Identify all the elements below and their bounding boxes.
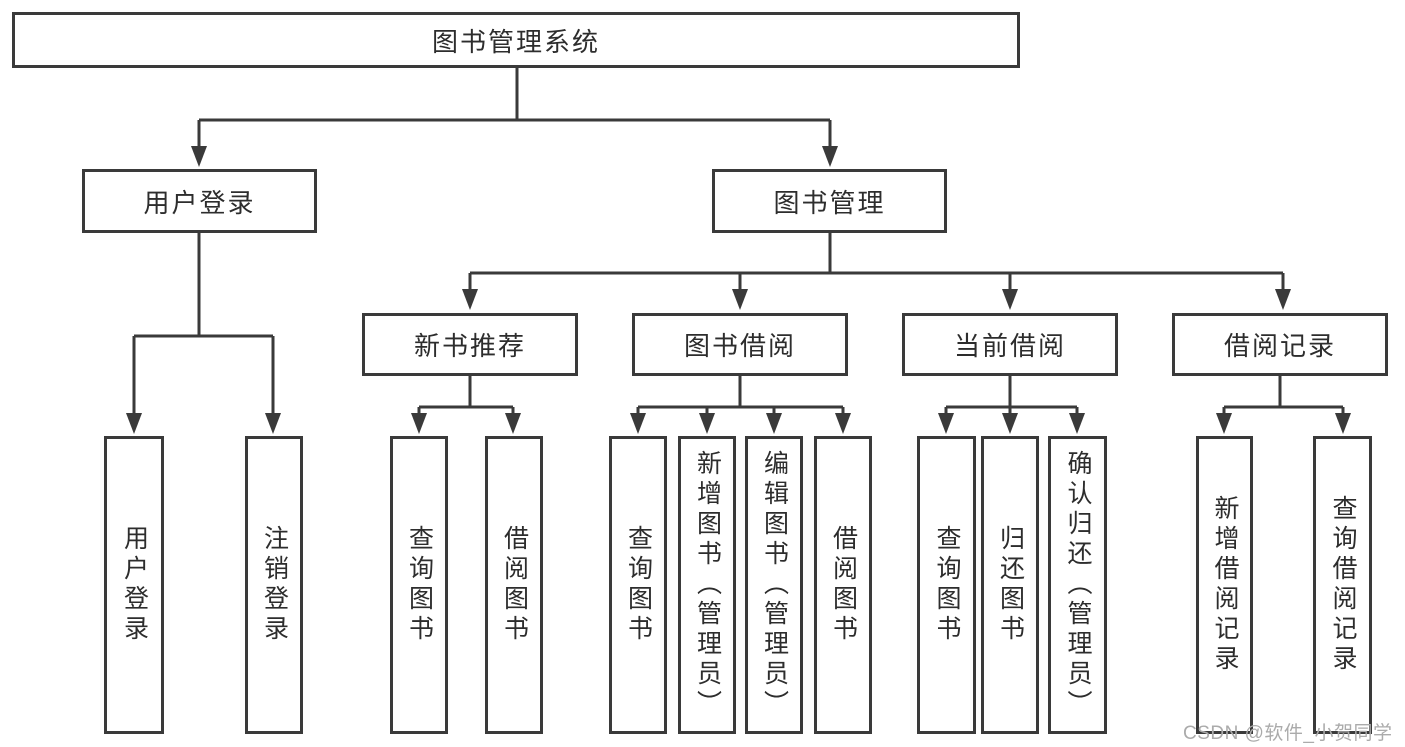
node-user-login: 用户登录 bbox=[82, 169, 317, 233]
leaf-records-query-record: 查询借阅记录 bbox=[1313, 436, 1372, 734]
leaf-recommend-query-book: 查询图书 bbox=[390, 436, 448, 734]
node-current-borrow: 当前借阅 bbox=[902, 313, 1118, 376]
connector-book-management-to-level3 bbox=[462, 233, 1291, 310]
connector-recommend-to-leaves bbox=[411, 376, 521, 434]
leaf-current-confirm-return: 确认归还（管理员） bbox=[1048, 436, 1107, 734]
leaf-recommend-borrow-book: 借阅图书 bbox=[485, 436, 543, 734]
leaf-current-query-book: 查询图书 bbox=[917, 436, 976, 734]
connector-root-to-level2 bbox=[191, 68, 838, 167]
node-book-borrow: 图书借阅 bbox=[632, 313, 848, 376]
node-borrow-records: 借阅记录 bbox=[1172, 313, 1388, 376]
connector-borrow-to-leaves bbox=[630, 376, 851, 434]
connector-records-to-leaves bbox=[1216, 376, 1351, 434]
leaf-borrow-edit-book: 编辑图书（管理员） bbox=[745, 436, 803, 734]
leaf-borrow-query-book: 查询图书 bbox=[609, 436, 667, 734]
node-book-management: 图书管理 bbox=[712, 169, 947, 233]
watermark: CSDN @软件_小贺同学 bbox=[1183, 723, 1393, 744]
node-root: 图书管理系统 bbox=[12, 12, 1020, 68]
leaf-borrow-borrow-book: 借阅图书 bbox=[814, 436, 872, 734]
leaf-records-add-record: 新增借阅记录 bbox=[1196, 436, 1253, 734]
node-new-book-recommend: 新书推荐 bbox=[362, 313, 578, 376]
connector-user-login-to-leaves bbox=[126, 233, 281, 434]
leaf-borrow-add-book: 新增图书（管理员） bbox=[678, 436, 736, 734]
leaf-user-login: 用户登录 bbox=[104, 436, 164, 734]
leaf-current-return-book: 归还图书 bbox=[981, 436, 1039, 734]
connector-current-to-leaves bbox=[938, 376, 1085, 434]
leaf-logout: 注销登录 bbox=[245, 436, 303, 734]
